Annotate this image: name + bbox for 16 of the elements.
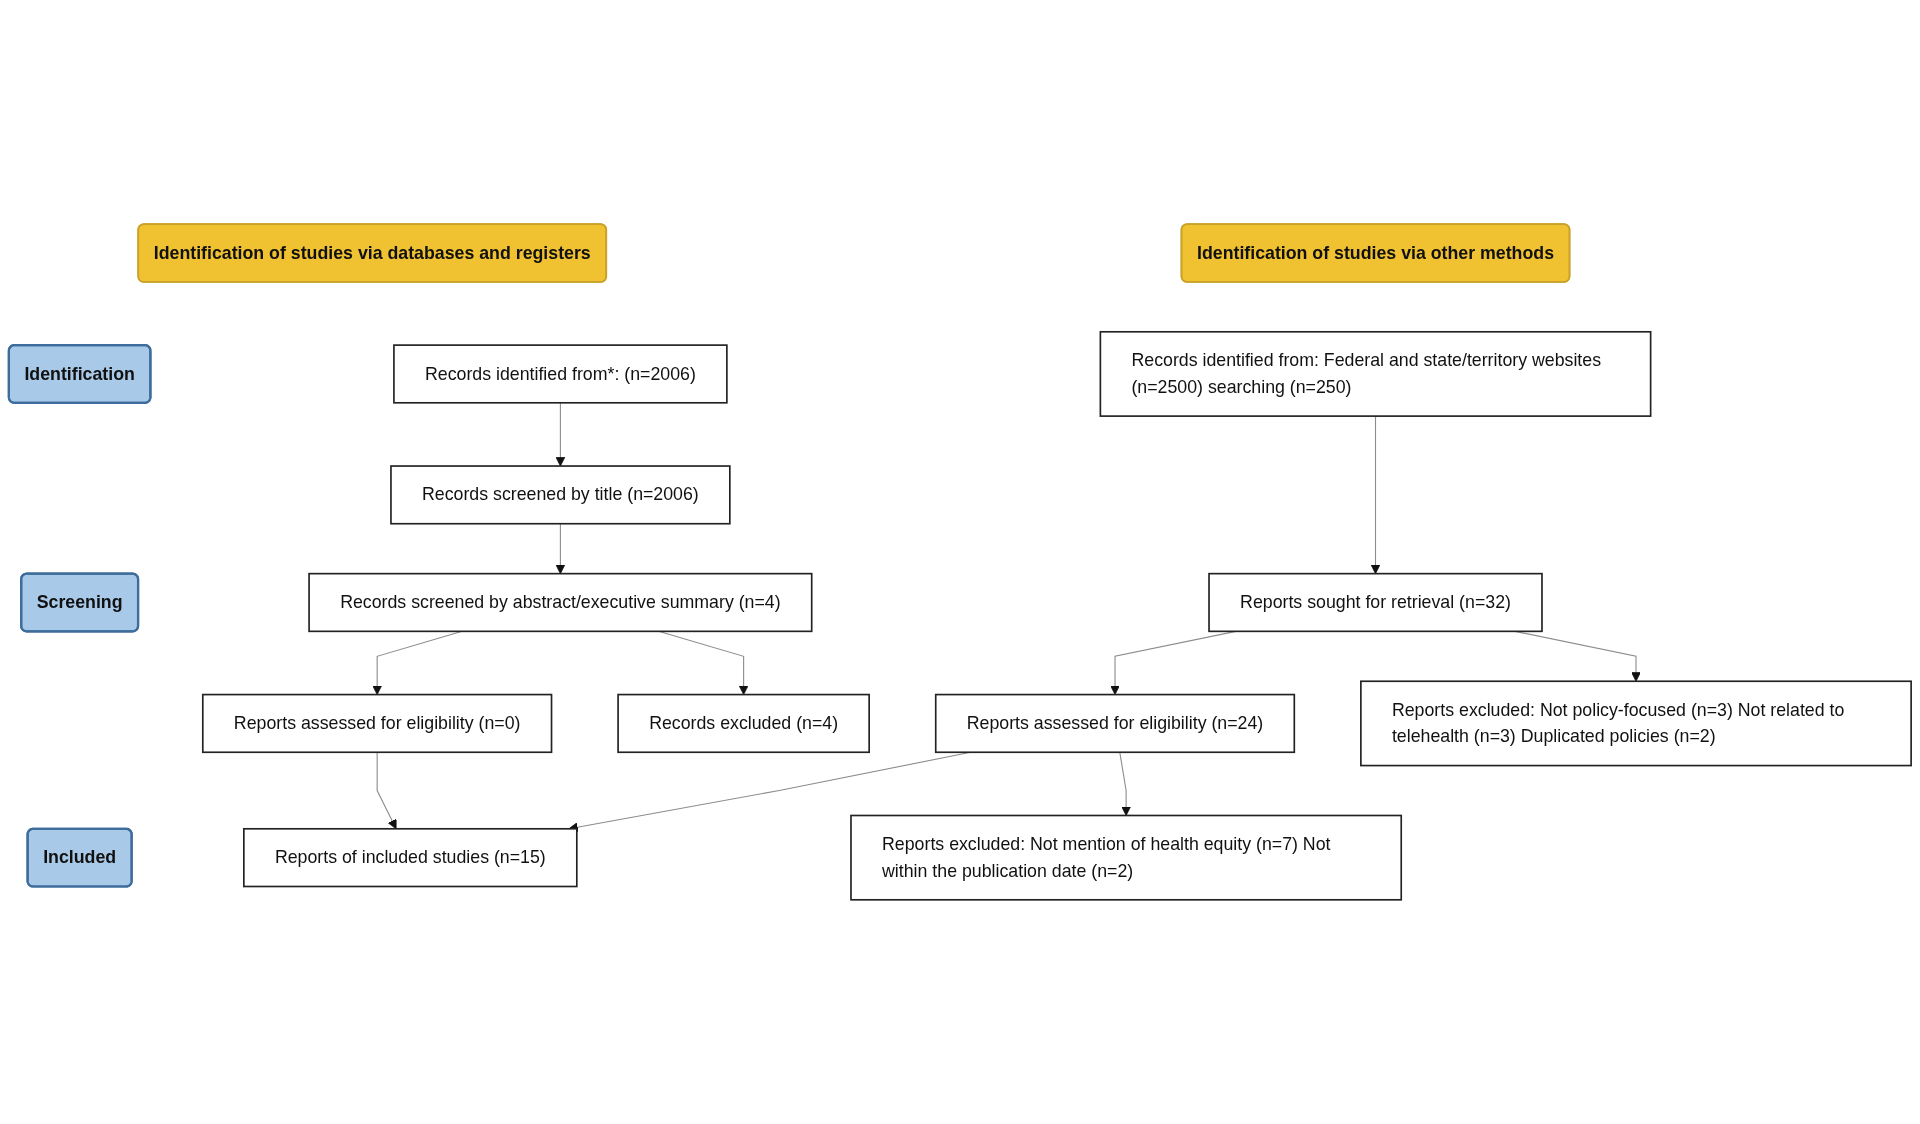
node-box: Reports sought for retrieval (n=32) [1208, 572, 1543, 633]
arrow [376, 751, 397, 830]
node-box: Records identified from*: (n=2006) [393, 344, 728, 404]
node-box: Reports of included studies (n=15) [243, 827, 578, 888]
node-box: Records identified from: Federal and state/territory websites (n=2500) searching (n=250) [1099, 330, 1652, 417]
arrow [1119, 751, 1131, 816]
node-box: Records excluded (n=4) [617, 693, 870, 754]
node-box: Reports assessed for eligibility (n=24) [934, 693, 1296, 754]
node-box: Records screened by title (n=2006) [390, 465, 731, 525]
arrow [555, 523, 566, 575]
node-box: Records screened by abstract/executive summary (n=4) [308, 572, 813, 633]
node-box: Reports excluded: Not policy-focused (n=3) Not related to telehealth (n=3) Duplicated policies (n=2) [1360, 680, 1912, 767]
node-box: Reports excluded: Not mention of health equity (n=7) Not within the publication date (n=2) [850, 814, 1403, 901]
arrow [1370, 415, 1381, 575]
node-box: Reports assessed for eligibility (n=0) [201, 693, 553, 754]
arrow [555, 402, 566, 467]
